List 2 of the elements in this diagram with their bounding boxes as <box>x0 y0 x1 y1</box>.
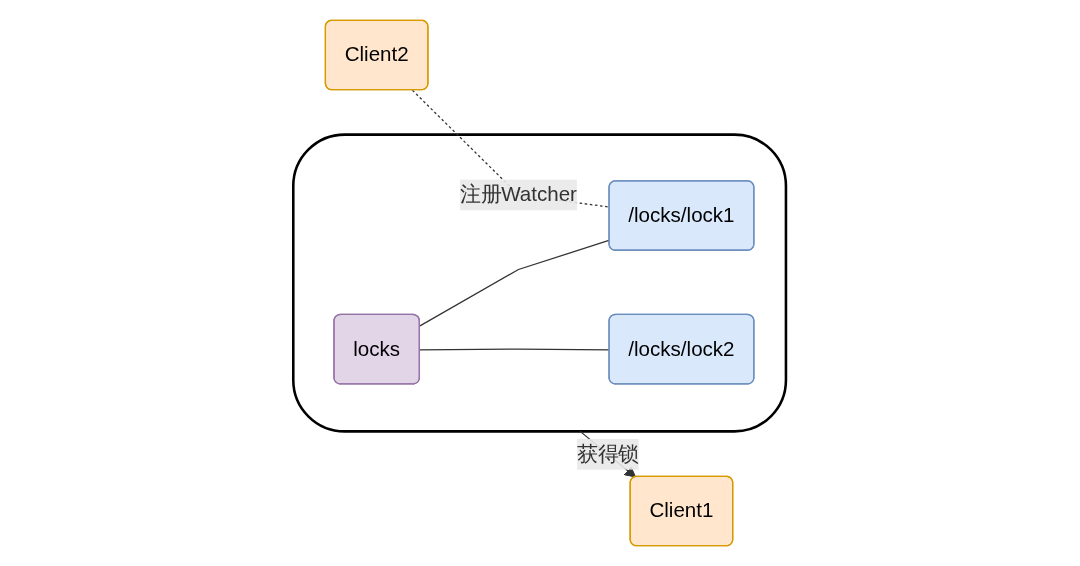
edge-label: 注册Watcher <box>460 183 578 206</box>
edge-label: 获得锁 <box>577 442 640 465</box>
